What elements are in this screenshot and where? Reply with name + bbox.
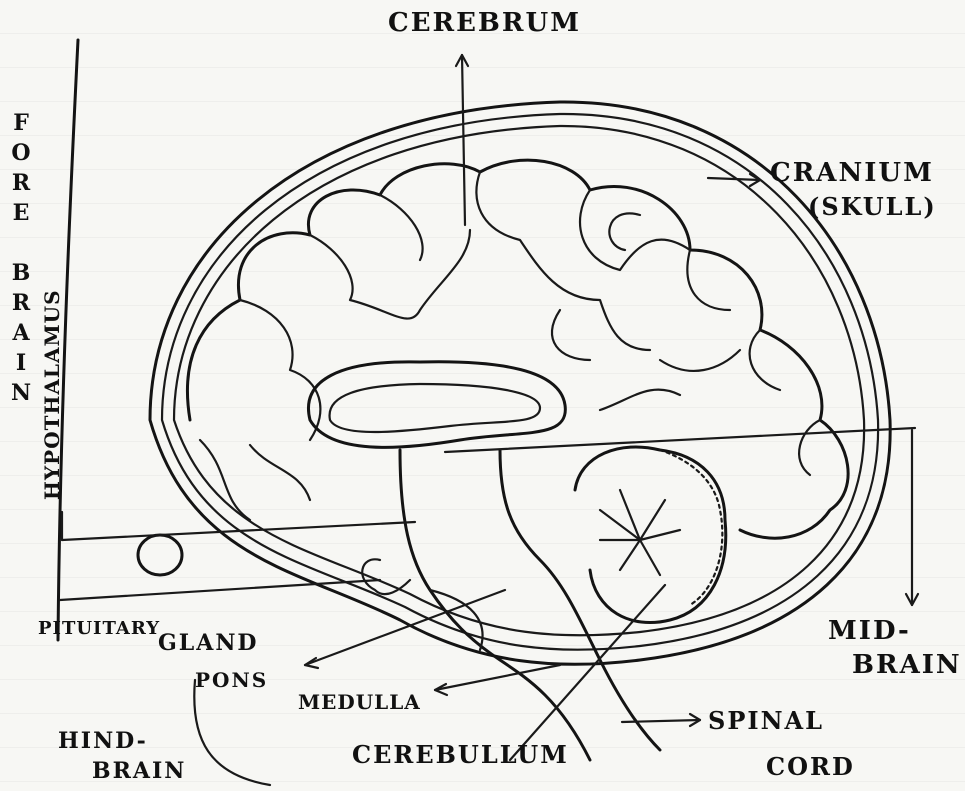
label-spinal: SPINAL xyxy=(708,706,824,735)
label-hind-brain-2: BRAIN xyxy=(92,758,186,784)
pituitary-gland-shape xyxy=(138,535,182,575)
label-cerebrum: CEREBRUM xyxy=(388,8,581,38)
label-mid-brain-2: BRAIN xyxy=(852,650,962,680)
label-pituitary: PITUITARY xyxy=(38,618,160,639)
cerebellum-shape xyxy=(575,447,726,623)
label-fore-brain: FORE BRAIN xyxy=(8,110,34,410)
label-cranium: CRANIUM xyxy=(770,158,934,188)
label-mid-brain-1: MID- xyxy=(828,616,911,646)
cerebrum-gyri xyxy=(187,160,848,538)
label-pons: PONS xyxy=(195,668,268,692)
label-gland: GLAND xyxy=(158,630,259,656)
label-cord: CORD xyxy=(766,752,855,781)
label-hypothalamus: HYPOTHALAMUS xyxy=(40,289,64,500)
label-hind-brain-1: HIND- xyxy=(58,728,148,754)
label-medulla: MEDULLA xyxy=(298,690,421,714)
label-cerebellum: CEREBULLUM xyxy=(352,740,569,769)
label-skull: (SKULL) xyxy=(808,192,937,221)
corpus-callosum xyxy=(308,362,565,448)
